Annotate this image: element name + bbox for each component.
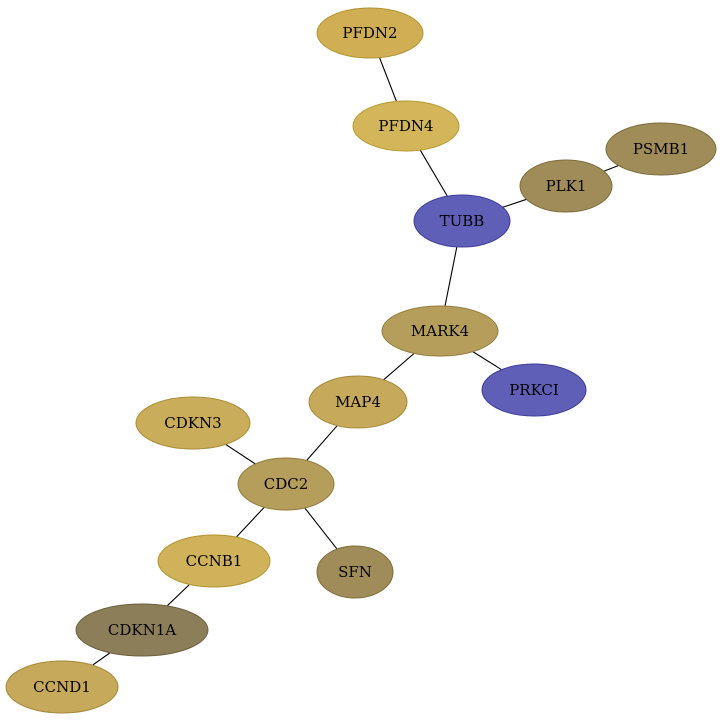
edges-layer (92, 57, 619, 666)
node-plk1[interactable]: PLK1 (519, 159, 613, 213)
node-shape (481, 363, 587, 417)
node-label: MARK4 (411, 322, 469, 340)
edge-mark4-prkci (472, 351, 502, 371)
edge-ccnb1-cdkn1a (166, 584, 190, 607)
edge-cdkn1a-ccnd1 (92, 652, 111, 666)
node-cdc2[interactable]: CDC2 (237, 457, 335, 511)
node-label: PRKCI (509, 381, 559, 399)
node-shape (381, 305, 499, 357)
node-shape (135, 396, 251, 450)
node-shape (352, 100, 460, 152)
node-label: CCND1 (33, 678, 91, 696)
node-label: PFDN2 (342, 24, 397, 42)
node-pfdn4[interactable]: PFDN4 (352, 100, 460, 152)
edge-tubb-mark4 (444, 246, 458, 307)
node-shape (519, 159, 613, 213)
node-label: CDC2 (264, 475, 309, 493)
node-shape (5, 660, 119, 714)
node-shape (413, 194, 511, 248)
node-label: CCNB1 (186, 552, 243, 570)
edge-plk1-tubb (502, 198, 527, 208)
node-shape (157, 534, 271, 588)
edge-pfdn4-tubb (419, 149, 448, 197)
edge-pfdn2-pfdn4 (379, 57, 397, 102)
node-label: SFN (338, 563, 372, 581)
edge-mark4-map4 (383, 352, 415, 381)
node-label: CDKN1A (108, 621, 176, 639)
node-sfn[interactable]: SFN (316, 545, 394, 599)
node-mark4[interactable]: MARK4 (381, 305, 499, 357)
edge-cdc2-sfn (304, 507, 338, 550)
node-shape (316, 545, 394, 599)
edge-map4-cdc2 (306, 425, 338, 461)
node-ccnd1[interactable]: CCND1 (5, 660, 119, 714)
node-cdkn1a[interactable]: CDKN1A (75, 603, 209, 657)
edge-psmb1-plk1 (603, 165, 619, 172)
node-shape (75, 603, 209, 657)
node-tubb[interactable]: TUBB (413, 194, 511, 248)
node-pfdn2[interactable]: PFDN2 (316, 7, 424, 59)
node-label: MAP4 (335, 393, 381, 411)
edge-cdkn3-cdc2 (225, 443, 256, 465)
node-shape (316, 7, 424, 59)
node-label: CDKN3 (164, 414, 221, 432)
node-label: PLK1 (546, 177, 587, 195)
node-psmb1[interactable]: PSMB1 (605, 122, 717, 176)
node-shape (605, 122, 717, 176)
node-shape (237, 457, 335, 511)
node-map4[interactable]: MAP4 (308, 375, 408, 429)
node-label: PSMB1 (633, 140, 689, 158)
node-label: TUBB (440, 212, 485, 230)
edge-cdc2-ccnb1 (235, 506, 265, 538)
node-prkci[interactable]: PRKCI (481, 363, 587, 417)
node-ccnb1[interactable]: CCNB1 (157, 534, 271, 588)
node-label: PFDN4 (378, 117, 433, 135)
node-cdkn3[interactable]: CDKN3 (135, 396, 251, 450)
node-shape (308, 375, 408, 429)
